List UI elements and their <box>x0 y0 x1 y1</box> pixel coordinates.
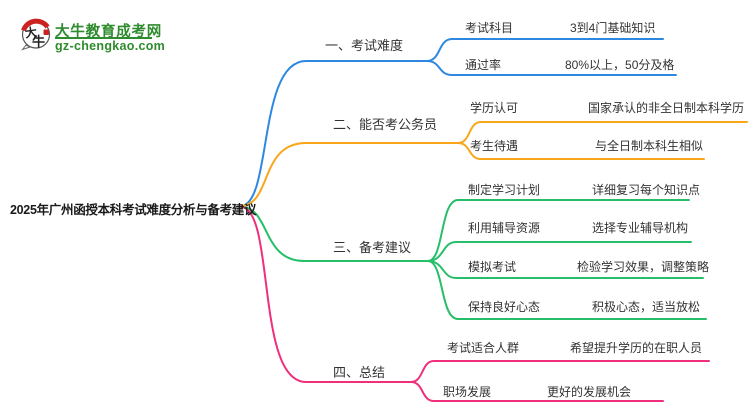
node-key: 考试适合人群 <box>447 341 520 355</box>
node-value: 检验学习效果，调整策略 <box>577 260 710 274</box>
logo-divider <box>55 37 152 39</box>
branch2-main-curve <box>241 142 459 207</box>
branch4-child1-curve <box>410 360 710 383</box>
branch4-main-curve <box>241 206 412 383</box>
node-value: 与全日制本科生相似 <box>595 139 704 153</box>
branch-label-summary: 四、总结 <box>333 365 386 380</box>
node-key: 模拟考试 <box>468 260 517 274</box>
node-value: 3到4门基础知识 <box>570 21 656 35</box>
branch1-child1-curve <box>426 38 664 62</box>
branch3-child4-curve <box>427 260 707 320</box>
root-topic: 2025年广州函授本科考试难度分析与备考建议 <box>10 203 257 217</box>
node-value: 国家承认的非全日制本科学历 <box>588 101 745 115</box>
node-key: 考生待遇 <box>470 139 519 153</box>
node-value: 选择专业辅导机构 <box>592 221 689 235</box>
node-value: 80%以上，50分及格 <box>565 58 675 72</box>
svg-text:牛: 牛 <box>32 34 45 49</box>
node-key: 学历认可 <box>470 101 519 115</box>
node-key: 利用辅导资源 <box>468 221 541 235</box>
node-value: 希望提升学历的在职人员 <box>570 341 703 355</box>
branch-label-prep-advice: 三、备考建议 <box>333 240 412 255</box>
branch3-child1-curve <box>427 199 690 262</box>
svg-text:大: 大 <box>24 24 38 41</box>
node-key: 制定学习计划 <box>468 183 541 197</box>
branch4-child2-curve <box>410 381 664 402</box>
logo-site-name: 大牛教育成考网 <box>55 24 163 40</box>
node-key: 通过率 <box>465 58 502 72</box>
logo-site-url: gz-chengkao.com <box>55 39 166 53</box>
branch-label-exam-difficulty: 一、考试难度 <box>325 38 404 53</box>
node-key: 职场发展 <box>443 385 492 399</box>
branch3-child2-curve <box>427 241 692 262</box>
node-key: 考试科目 <box>465 21 514 35</box>
branch1-child2-curve <box>426 60 677 76</box>
branch-label-civil-servant: 二、能否考公务员 <box>333 117 438 132</box>
node-key: 保持良好心态 <box>468 300 541 314</box>
branch2-child1-curve <box>457 121 748 144</box>
branch1-main-curve <box>241 60 428 207</box>
node-value: 积极心态，适当放松 <box>592 300 701 314</box>
node-value: 详细复习每个知识点 <box>592 183 701 197</box>
branch2-child2-curve <box>457 142 705 160</box>
branch3-main-curve <box>241 206 429 262</box>
logo-bull-icon: 大 牛 <box>21 18 51 51</box>
node-value: 更好的发展机会 <box>547 385 632 399</box>
